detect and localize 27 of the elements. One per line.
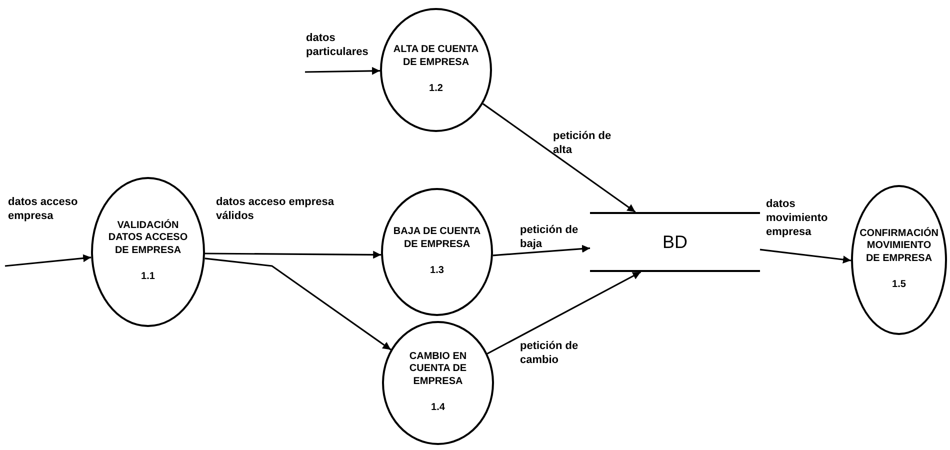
edge-label: petición de cambio — [520, 340, 580, 368]
process-number: 1.1 — [141, 270, 155, 284]
edge-label: datos particulares — [306, 32, 370, 60]
arrow — [304, 66, 380, 75]
edge-label: datos acceso empresa válidos — [216, 196, 336, 224]
process-number: 1.3 — [430, 264, 444, 278]
process-number: 1.4 — [431, 401, 445, 416]
arrow — [204, 258, 392, 350]
data-store — [590, 212, 760, 272]
edge-label: petición de alta — [553, 130, 612, 158]
arrow — [4, 254, 92, 267]
arrow — [486, 271, 642, 354]
arrow — [760, 248, 852, 264]
process-number: 1.5 — [892, 278, 906, 292]
arrow — [492, 244, 590, 256]
arrow — [482, 103, 636, 213]
process-number: 1.2 — [429, 82, 443, 96]
process-label: VALIDACIÓN DATOS ACCESO DE EMPRESA — [107, 220, 189, 258]
edge-label: datos movimiento empresa — [766, 198, 829, 240]
arrow — [205, 250, 382, 259]
process-label: BAJA DE CUENTA DE EMPRESA — [392, 226, 482, 251]
process-label: CAMBIO EN CUENTA DE EMPRESA — [408, 350, 468, 388]
process-label: CONFIRMACIÓN MOVIMIENTO DE EMPRESA — [858, 228, 940, 266]
store-label: BD — [662, 231, 688, 254]
process-label: ALTA DE CUENTA DE EMPRESA — [392, 44, 480, 69]
edge-label: petición de baja — [520, 224, 580, 252]
edge-label: datos acceso empresa — [8, 196, 79, 224]
